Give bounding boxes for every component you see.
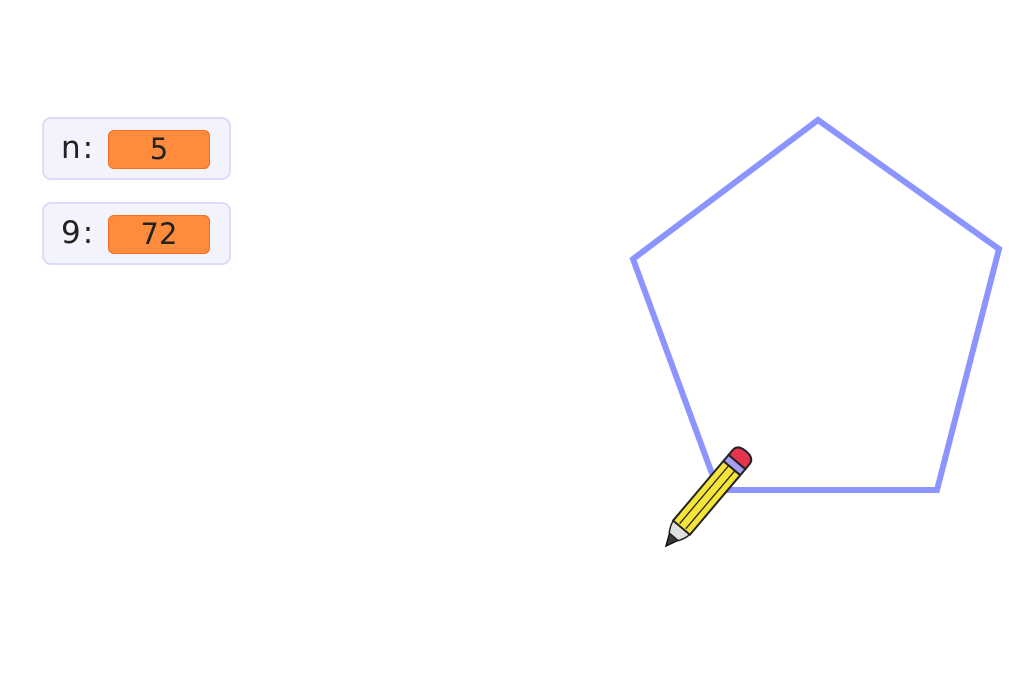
variable-monitor-g[interactable]: 9: 72 bbox=[42, 202, 231, 265]
pencil-icon[interactable] bbox=[658, 444, 755, 553]
pen-drawn-pentagon bbox=[629, 116, 1003, 493]
monitor-value: 72 bbox=[108, 215, 210, 254]
monitor-label: 9: bbox=[61, 215, 96, 251]
variable-monitor-n[interactable]: n: 5 bbox=[42, 117, 231, 180]
monitor-label: n: bbox=[61, 130, 96, 166]
monitor-value: 5 bbox=[108, 130, 210, 169]
